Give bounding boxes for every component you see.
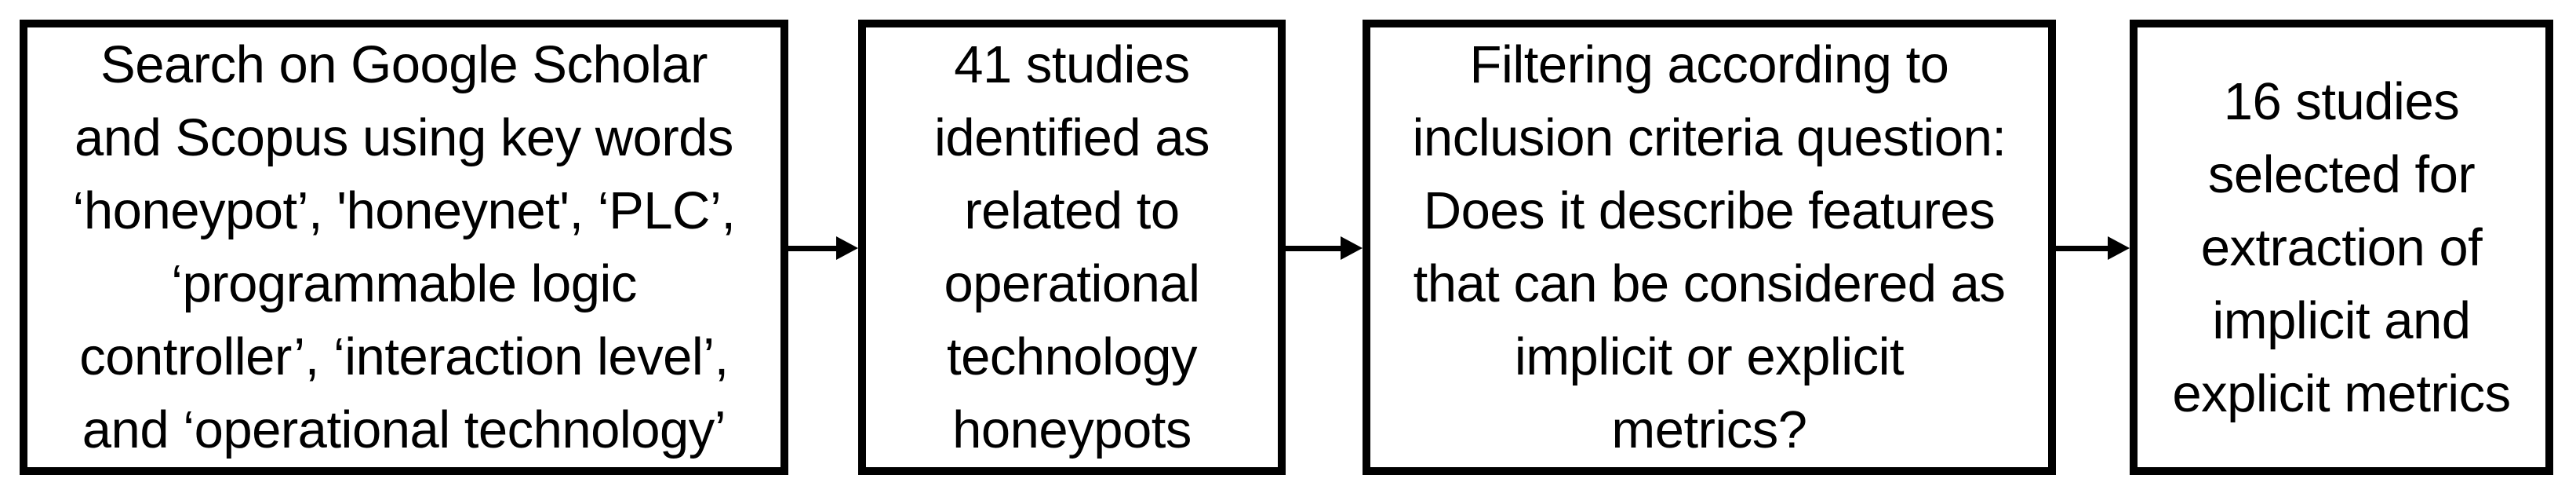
flow-step-search-box: Search on Google Scholar and Scopus usin… xyxy=(20,20,788,475)
flow-step-line: related to xyxy=(964,181,1180,240)
right-arrow-icon xyxy=(2056,236,2130,260)
flow-step-line: Search on Google Scholar xyxy=(100,35,708,94)
flow-step-line: selected for xyxy=(2207,144,2476,204)
flow-step-line: technology xyxy=(946,327,1198,386)
flow-step-line: inclusion criteria question: xyxy=(1412,108,2007,167)
flow-step-line: extraction of xyxy=(2200,217,2483,277)
right-arrow-icon xyxy=(1286,236,1363,260)
flow-step-line: ‘programmable logic xyxy=(171,254,637,313)
flow-step-line: ‘honeypot’, 'honeynet', ‘PLC’, xyxy=(72,181,736,240)
flow-step-line: implicit or explicit xyxy=(1514,327,1905,386)
arrow-shaft xyxy=(2056,245,2109,251)
flow-step-line: operational xyxy=(944,254,1200,313)
arrow-head xyxy=(1341,236,1363,260)
arrow-head xyxy=(2108,236,2130,260)
flow-step-filtering-box: Filtering according to inclusion criteri… xyxy=(1363,20,2056,475)
arrow-head xyxy=(836,236,858,260)
flow-step-line: Does it describe features xyxy=(1423,181,1996,240)
flow-step-line: explicit metrics xyxy=(2172,364,2511,423)
arrow-shaft xyxy=(788,245,838,251)
flow-step-line: 16 studies xyxy=(2223,71,2460,131)
flow-step-selected-box: 16 studies selected for extraction of im… xyxy=(2130,20,2553,475)
flow-step-line: implicit and xyxy=(2212,291,2471,350)
flow-step-line: 41 studies xyxy=(954,35,1190,94)
flow-step-line: Filtering according to xyxy=(1469,35,1949,94)
flow-step-line: honeypots xyxy=(952,400,1192,459)
flow-step-line: and ‘operational technology’ xyxy=(82,400,726,459)
flow-step-line: and Scopus using key words xyxy=(75,108,733,167)
flow-step-line: that can be considered as xyxy=(1413,254,2006,313)
right-arrow-icon xyxy=(788,236,858,260)
flow-step-identified-box: 41 studies identified as related to oper… xyxy=(858,20,1286,475)
flow-step-line: controller’, ‘interaction level’, xyxy=(79,327,729,386)
arrow-shaft xyxy=(1286,245,1342,251)
flow-step-line: metrics? xyxy=(1611,400,1807,459)
flow-step-line: identified as xyxy=(933,108,1210,167)
